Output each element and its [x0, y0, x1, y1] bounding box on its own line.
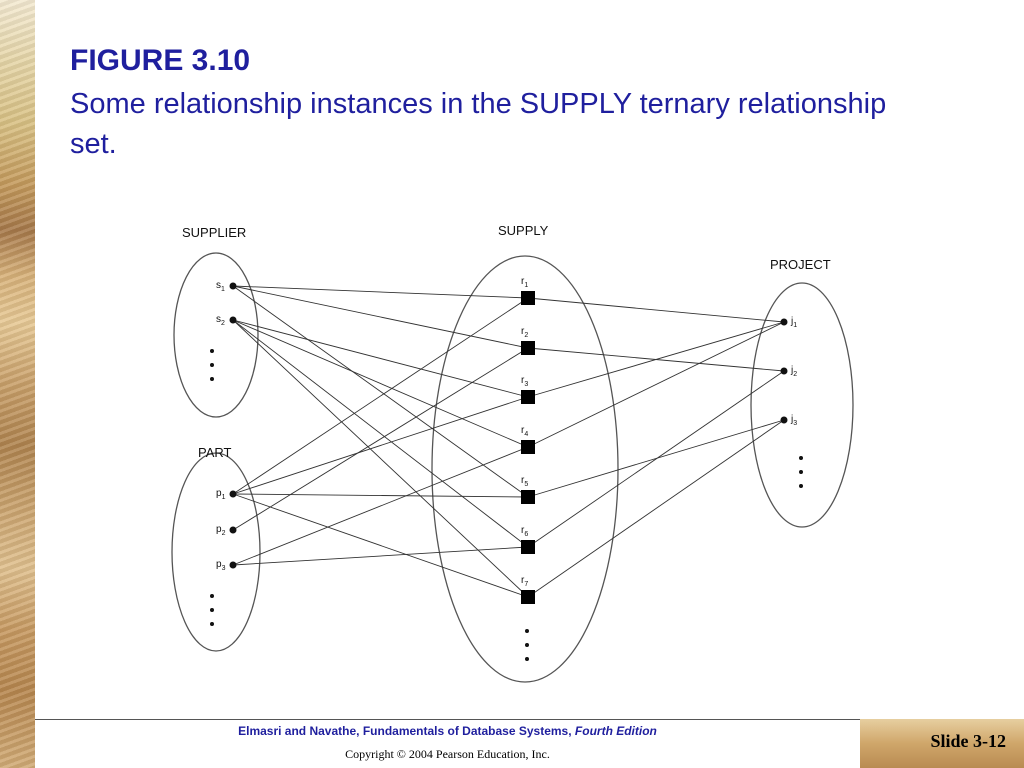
- link-r7-p1: [232, 493, 529, 598]
- instance-label-j1: j1: [790, 316, 797, 329]
- link-r6-p3: [232, 546, 529, 566]
- instance-label-r4: r4: [521, 425, 528, 438]
- link-r4-p3: [232, 446, 529, 566]
- instance-node-j2: [780, 367, 788, 375]
- footer-edition: Fourth Edition: [574, 724, 657, 738]
- instance-node-s1: [229, 282, 237, 290]
- part-label: PART: [198, 445, 232, 460]
- figure-caption: Some relationship instances in the SUPPL…: [70, 88, 887, 160]
- footer-book-citation: Elmasri and Navathe, Fundamentals of Dat…: [35, 724, 860, 738]
- relationship-box-r6: [521, 540, 535, 554]
- link-r1-s1: [232, 285, 529, 299]
- instance-label-r2: r2: [521, 326, 528, 339]
- instance-label-p1: p1: [216, 488, 226, 501]
- relationship-box-r5: [521, 490, 535, 504]
- instance-label-j2: j2: [790, 365, 797, 378]
- instance-node-p3: [229, 561, 237, 569]
- instance-label-r6: r6: [521, 525, 528, 538]
- slide-number-box: Slide 3-12: [860, 719, 1024, 768]
- link-r4-j1: [527, 321, 785, 448]
- relationship-box-r1: [521, 291, 535, 305]
- instance-label-r3: r3: [521, 375, 528, 388]
- supplier-more-dots: [210, 349, 214, 381]
- instance-label-r1: r1: [521, 276, 528, 289]
- supply-label: SUPPLY: [498, 223, 549, 238]
- instance-node-p2: [229, 526, 237, 534]
- instance-label-r5: r5: [521, 475, 528, 488]
- instance-node-s2: [229, 316, 237, 324]
- part-more-dots: [210, 594, 214, 626]
- relationship-box-r3: [521, 390, 535, 404]
- link-r1-j1: [527, 297, 785, 323]
- instance-label-r7: r7: [521, 575, 528, 588]
- relationship-box-r2: [521, 341, 535, 355]
- instance-label-j3: j3: [790, 414, 797, 427]
- link-r3-s2: [232, 319, 529, 398]
- project-label: PROJECT: [770, 257, 831, 272]
- instance-node-p1: [229, 490, 237, 498]
- supply-set-ellipse: [431, 255, 619, 683]
- link-r7-s2: [232, 319, 529, 598]
- instance-label-s1: s1: [216, 280, 225, 293]
- instance-label-p2: p2: [216, 524, 226, 537]
- link-r4-s2: [232, 319, 529, 448]
- slide-number: Slide 3-12: [930, 731, 1006, 751]
- footer-divider: [35, 719, 860, 720]
- relationship-box-r7: [521, 590, 535, 604]
- link-r6-j2: [527, 370, 785, 548]
- project-more-dots: [799, 456, 803, 488]
- link-r2-s1: [232, 285, 529, 349]
- link-r5-s1: [232, 285, 529, 498]
- supplier-set-ellipse: [173, 252, 259, 418]
- part-set-ellipse: [171, 452, 261, 652]
- link-r7-j3: [527, 419, 785, 598]
- link-r2-p2: [232, 347, 529, 531]
- figure-label: FIGURE 3.10: [70, 44, 251, 77]
- relationship-box-r4: [521, 440, 535, 454]
- footer-book-title: Elmasri and Navathe, Fundamentals of Dat…: [238, 724, 572, 738]
- supplier-label: SUPPLIER: [182, 225, 246, 240]
- instance-label-s2: s2: [216, 314, 225, 327]
- link-r5-p1: [232, 493, 529, 498]
- instance-node-j3: [780, 416, 788, 424]
- link-r1-p1: [232, 297, 529, 495]
- footer-copyright: Copyright © 2004 Pearson Education, Inc.: [345, 747, 550, 761]
- decorative-side-strip: [0, 0, 35, 768]
- instance-node-j1: [780, 318, 788, 326]
- link-r6-s2: [232, 319, 529, 548]
- link-r3-p1: [232, 396, 529, 495]
- link-r3-j1: [527, 321, 785, 398]
- project-set-ellipse: [750, 282, 854, 528]
- instance-label-p3: p3: [216, 559, 226, 572]
- supply-more-dots: [525, 629, 529, 661]
